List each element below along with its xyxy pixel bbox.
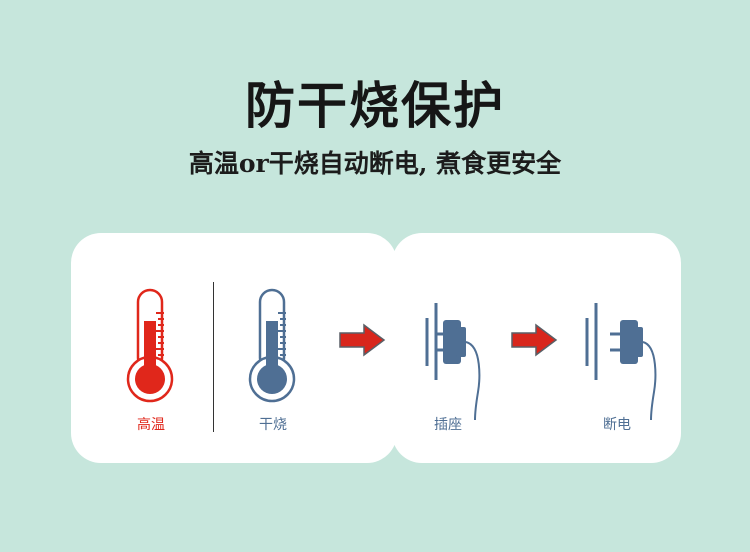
label-hot: 高温: [137, 417, 165, 433]
panel-divider: [213, 282, 214, 432]
label-dry: 干烧: [259, 417, 287, 433]
page-title: 防干烧保护: [245, 76, 505, 135]
arrow-right-icon: [511, 323, 558, 357]
label-socket: 插座: [434, 417, 462, 433]
thermometer-hot-icon: [126, 288, 174, 403]
plug-unplugged-icon: [585, 303, 657, 421]
thermometer-dry-icon: [248, 288, 296, 403]
label-power-off: 断电: [603, 417, 631, 433]
plug-in-socket-icon: [425, 303, 481, 421]
left-panel: [71, 233, 397, 463]
page-subtitle: 高温or干烧自动断电, 煮食更安全: [188, 149, 562, 178]
arrow-right-icon: [339, 323, 386, 357]
